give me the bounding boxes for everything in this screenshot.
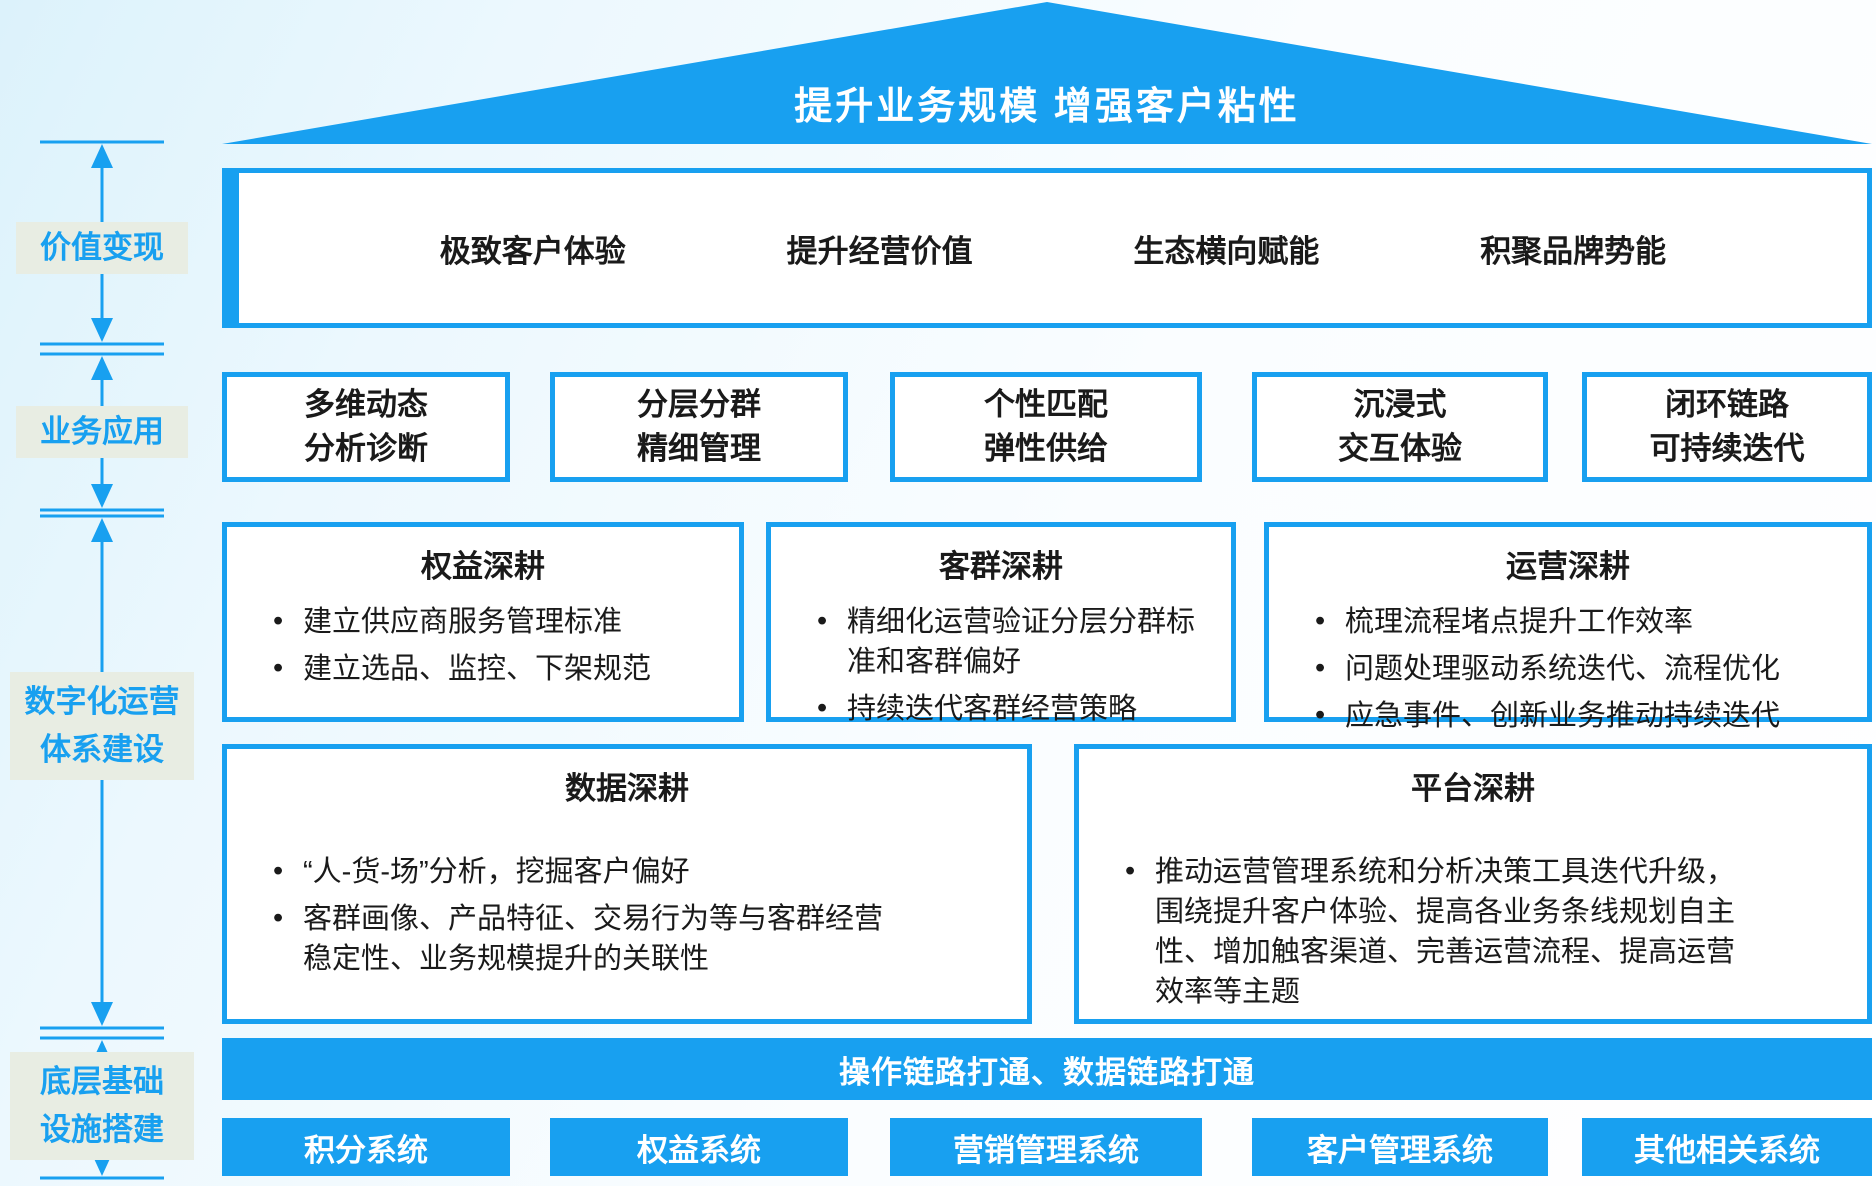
data-cultivation-bullets: “人-货-场”分析，挖掘客户偏好 客群画像、产品特征、交易行为等与客群经营稳定性… <box>227 851 1027 979</box>
system-box-marketing-management: 营销管理系统 <box>890 1118 1202 1176</box>
system-box-points: 积分系统 <box>222 1118 510 1176</box>
platform-cultivation-bullets: 推动运营管理系统和分析决策工具迭代升级，围绕提升客户体验、提高各业务条线规划自主… <box>1079 851 1867 1012</box>
app-box-line: 交互体验 <box>1338 431 1462 466</box>
bullet-item: 建立供应商服务管理标准 <box>227 601 739 642</box>
value-item-ecosystem-enablement: 生态横向赋能 <box>1133 233 1320 269</box>
system-box-rights: 权益系统 <box>550 1118 848 1176</box>
operations-cultivation-title: 运营深耕 <box>1506 549 1630 584</box>
link-integration-bar: 操作链路打通、数据链路打通 <box>222 1038 1872 1100</box>
rail-label-line: 设施搭建 <box>40 1112 164 1147</box>
rail-label-foundation: 底层基础 设施搭建 <box>10 1052 194 1160</box>
app-box-line: 沉浸式 <box>1353 386 1447 422</box>
bullet-item: 建立选品、监控、下架规范 <box>227 648 739 689</box>
rail-label-line: 数字化运营 <box>24 683 180 719</box>
data-cultivation-title: 数据深耕 <box>565 771 689 806</box>
app-box-line: 精细管理 <box>637 431 761 466</box>
bullet-item: 推动运营管理系统和分析决策工具迭代升级，围绕提升客户体验、提高各业务条线规划自主… <box>1079 851 1867 1012</box>
rail-label-line: 价值变现 <box>40 229 164 265</box>
app-box-immersive-interaction: 沉浸式 交互体验 <box>1252 372 1548 482</box>
app-box-personal-matching: 个性匹配 弹性供给 <box>890 372 1202 482</box>
data-cultivation-box: 数据深耕 “人-货-场”分析，挖掘客户偏好 客群画像、产品特征、交易行为等与客群… <box>222 744 1032 1024</box>
rail-label-business-application: 业务应用 <box>16 406 188 458</box>
customer-group-cultivation-bullets: 精细化运营验证分层分群标准和客群偏好 持续迭代客群经营策略 <box>771 601 1231 729</box>
value-item-operating-value: 提升经营价值 <box>786 233 973 269</box>
left-rail-arrows <box>40 140 164 1180</box>
value-item-brand-momentum: 积聚品牌势能 <box>1480 233 1667 269</box>
customer-group-cultivation-box: 客群深耕 精细化运营验证分层分群标准和客群偏好 持续迭代客群经营策略 <box>766 522 1236 728</box>
operations-cultivation-bullets: 梳理流程堵点提升工作效率 问题处理驱动系统迭代、流程优化 应急事件、创新业务推动… <box>1269 601 1867 736</box>
bullet-item: 持续迭代客群经营策略 <box>771 688 1231 729</box>
rights-cultivation-title: 权益深耕 <box>421 549 545 584</box>
bullet-item: 客群画像、产品特征、交易行为等与客群经营稳定性、业务规模提升的关联性 <box>227 898 1027 979</box>
rail-label-digital-operation: 数字化运营 体系建设 <box>10 672 194 780</box>
app-box-line: 分析诊断 <box>304 431 428 466</box>
value-realization-box: 极致客户体验 提升经营价值 生态横向赋能 积聚品牌势能 <box>222 168 1872 328</box>
customer-group-cultivation-title: 客群深耕 <box>939 549 1063 584</box>
rail-label-value-realization: 价值变现 <box>16 222 188 274</box>
platform-cultivation-box: 平台深耕 推动运营管理系统和分析决策工具迭代升级，围绕提升客户体验、提高各业务条… <box>1074 744 1872 1024</box>
system-box-customer-management: 客户管理系统 <box>1252 1118 1548 1176</box>
bullet-item: 梳理流程堵点提升工作效率 <box>1269 601 1867 642</box>
app-box-line: 可持续迭代 <box>1649 431 1805 466</box>
bullet-item: 应急事件、创新业务推动持续迭代 <box>1269 695 1867 736</box>
app-box-dynamic-analysis: 多维动态 分析诊断 <box>222 372 510 482</box>
roof-title: 提升业务规模 增强客户粘性 <box>794 86 1300 128</box>
bullet-item: 精细化运营验证分层分群标准和客群偏好 <box>771 601 1231 682</box>
value-item-customer-experience: 极致客户体验 <box>439 233 626 269</box>
rights-cultivation-box: 权益深耕 建立供应商服务管理标准 建立选品、监控、下架规范 <box>222 522 744 722</box>
system-box-other-related: 其他相关系统 <box>1582 1118 1872 1176</box>
app-box-line: 分层分群 <box>637 386 761 422</box>
rail-label-line: 底层基础 <box>40 1063 164 1099</box>
app-box-line: 多维动态 <box>304 386 428 422</box>
bullet-item: “人-货-场”分析，挖掘客户偏好 <box>227 851 1027 892</box>
bullet-item: 问题处理驱动系统迭代、流程优化 <box>1269 648 1867 689</box>
rights-cultivation-bullets: 建立供应商服务管理标准 建立选品、监控、下架规范 <box>227 601 739 689</box>
app-box-line: 弹性供给 <box>984 431 1108 466</box>
app-box-line: 个性匹配 <box>984 386 1108 422</box>
app-box-segmented-management: 分层分群 精细管理 <box>550 372 848 482</box>
operations-cultivation-box: 运营深耕 梳理流程堵点提升工作效率 问题处理驱动系统迭代、流程优化 应急事件、创… <box>1264 522 1872 735</box>
platform-cultivation-title: 平台深耕 <box>1411 771 1535 806</box>
app-box-line: 闭环链路 <box>1665 386 1789 422</box>
flow-arrow-business-application <box>40 352 164 512</box>
app-box-closed-loop-iteration: 闭环链路 可持续迭代 <box>1582 372 1872 482</box>
rail-label-line: 业务应用 <box>40 413 164 449</box>
roof-banner: 提升业务规模 增强客户粘性 <box>222 2 1872 144</box>
rail-label-line: 体系建设 <box>40 732 164 767</box>
